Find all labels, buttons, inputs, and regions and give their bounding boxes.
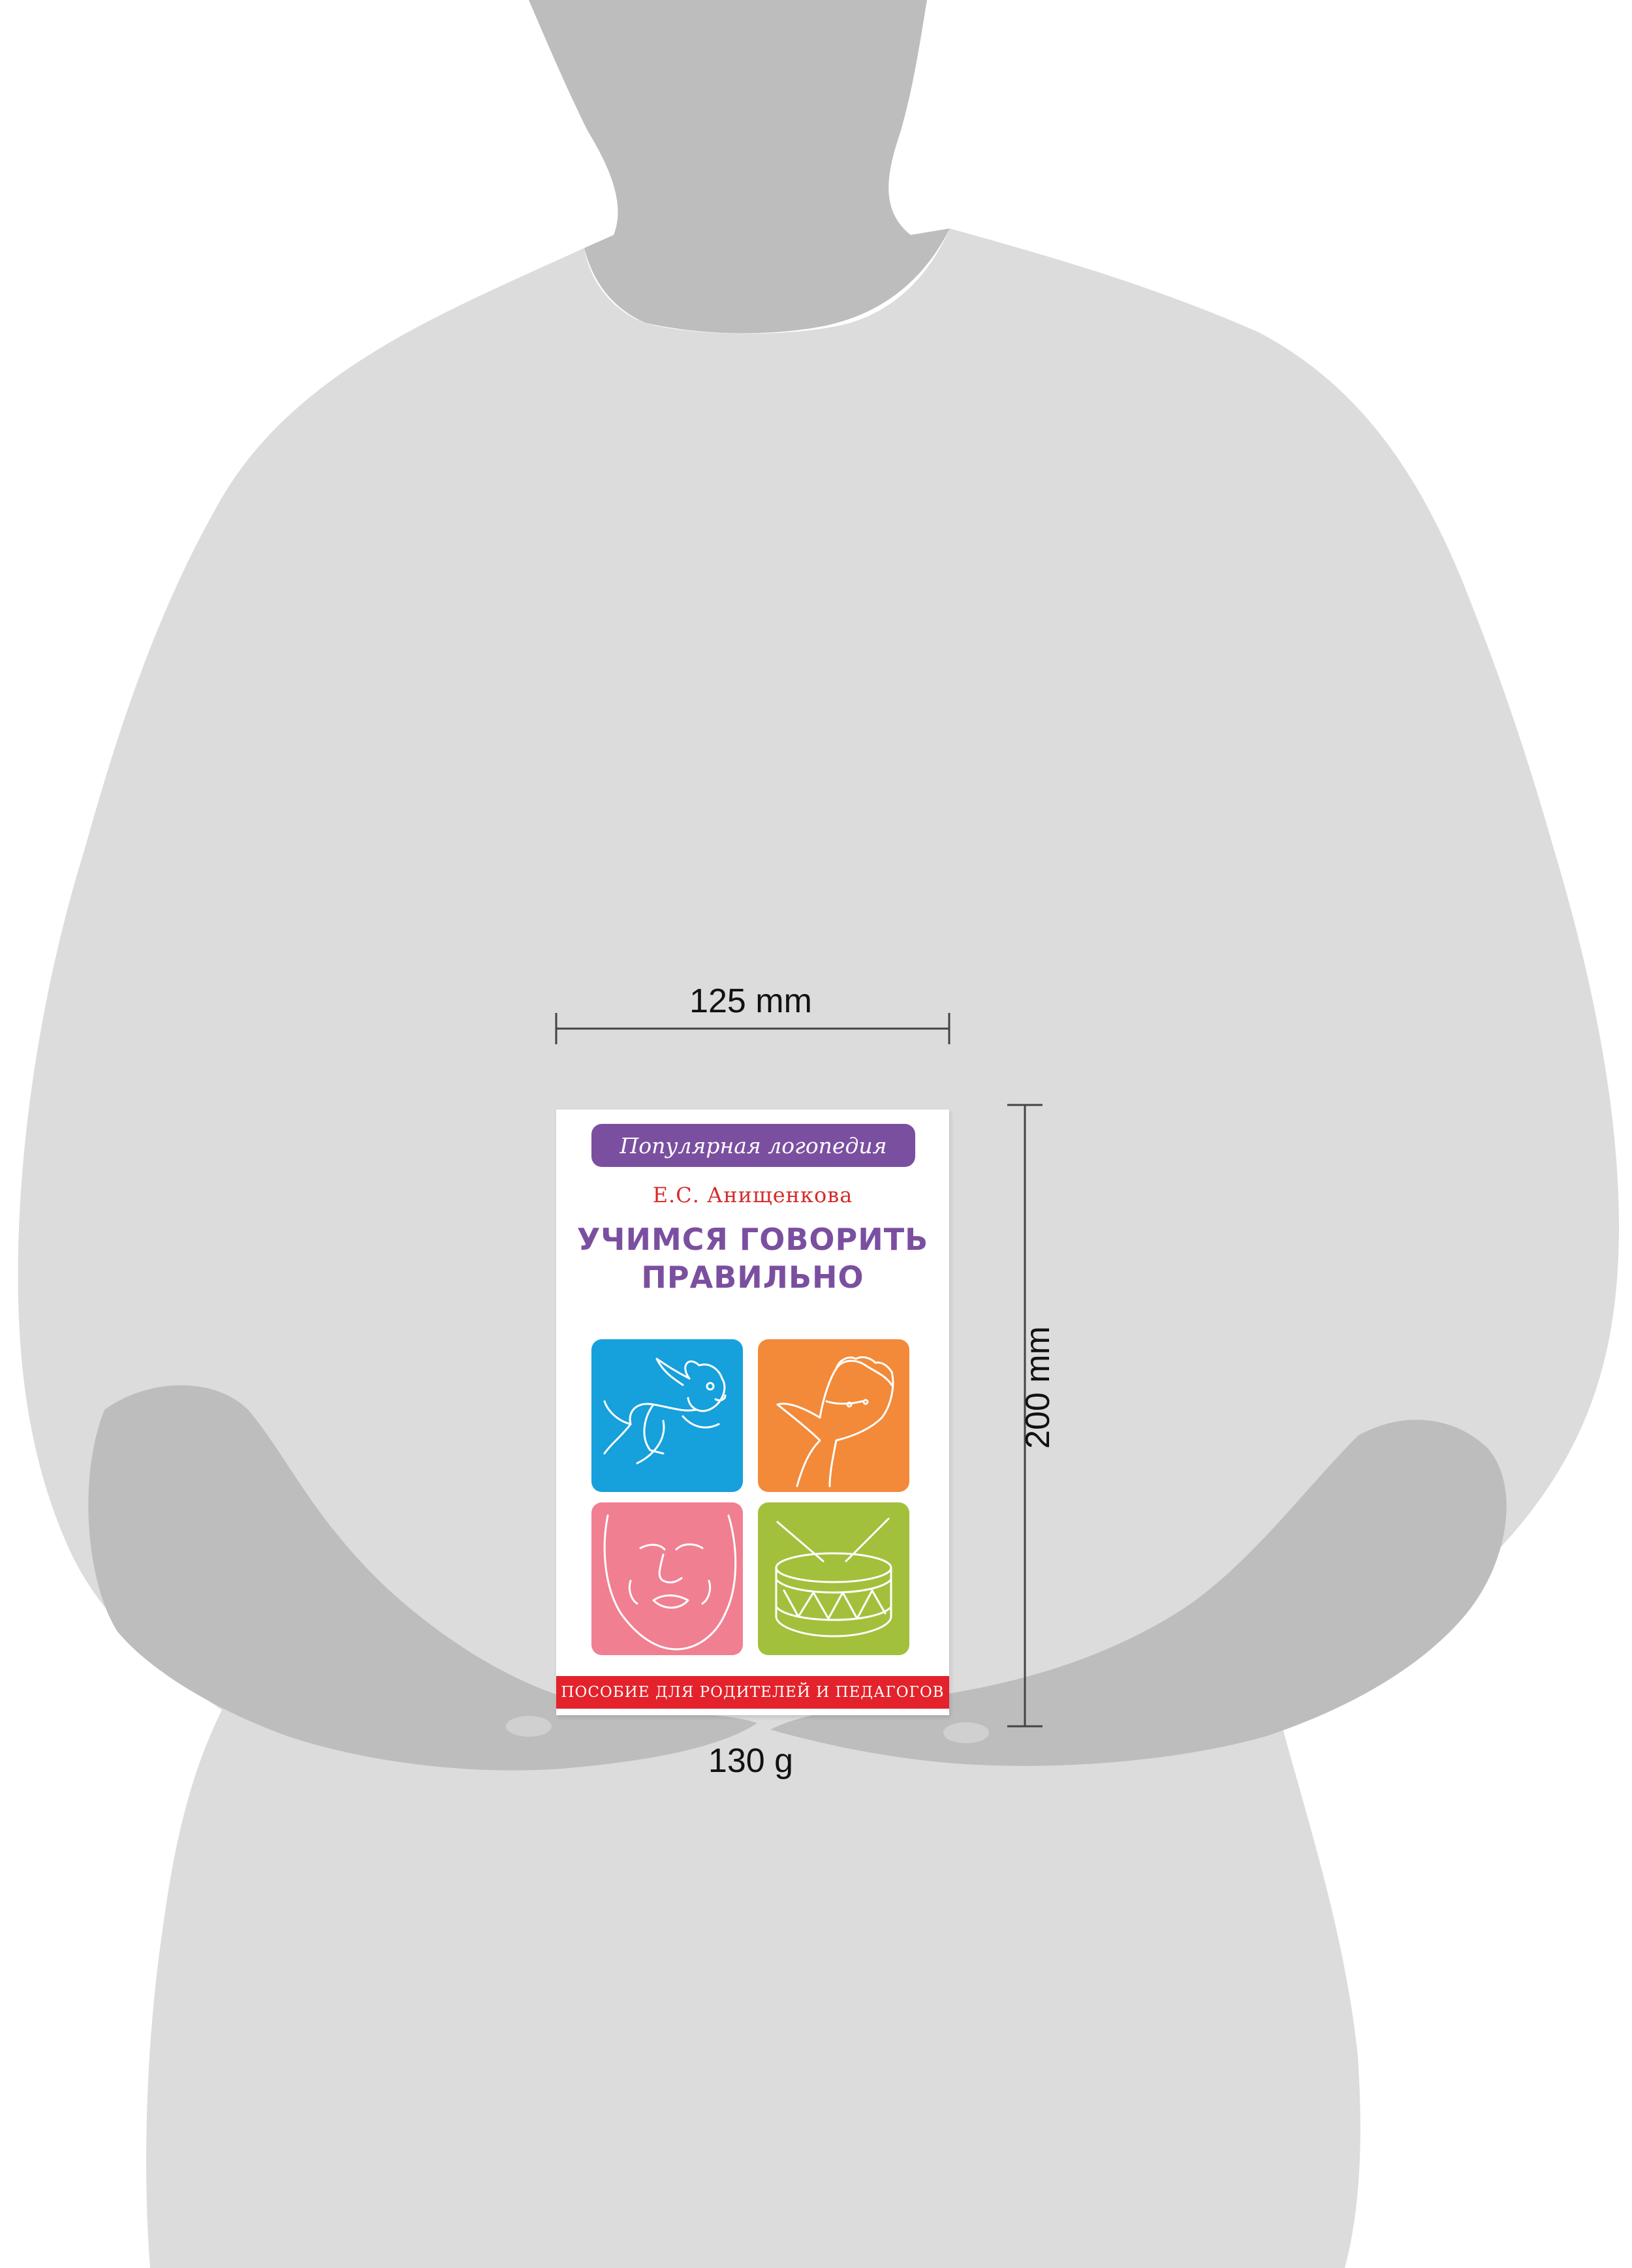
height-label: 200 mm	[1019, 1326, 1057, 1449]
drum-illustration	[758, 1502, 909, 1655]
face-illustration	[591, 1502, 743, 1655]
left-hand-shape	[88, 1385, 757, 1771]
book-title-line-1: УЧИМСЯ ГОВОРИТЬ	[576, 1222, 929, 1257]
left-thumb-nail	[506, 1716, 552, 1737]
book-title-line-2: ПРАВИЛЬНО	[641, 1260, 864, 1295]
right-thumb-nail	[943, 1722, 989, 1743]
width-label: 125 mm	[689, 982, 812, 1020]
book-cover: Популярная логопедия Е.С. Анищенкова УЧИ…	[556, 1110, 949, 1715]
hand-illustration	[758, 1339, 909, 1492]
head-shape	[529, 0, 950, 334]
width-dimension-line	[555, 1013, 950, 1044]
right-hand-shape	[770, 1420, 1507, 1766]
author-name: Е.С. Анищенкова	[652, 1183, 853, 1207]
height-dimension-line	[1007, 1104, 1043, 1728]
series-badge: Популярная логопедия	[591, 1124, 915, 1167]
dog-illustration	[591, 1339, 743, 1492]
weight-label: 130 g	[708, 1742, 794, 1780]
subtitle-band: ПОСОБИЕ ДЛЯ РОДИТЕЛЕЙ И ПЕДАГОГОВ	[556, 1676, 949, 1709]
